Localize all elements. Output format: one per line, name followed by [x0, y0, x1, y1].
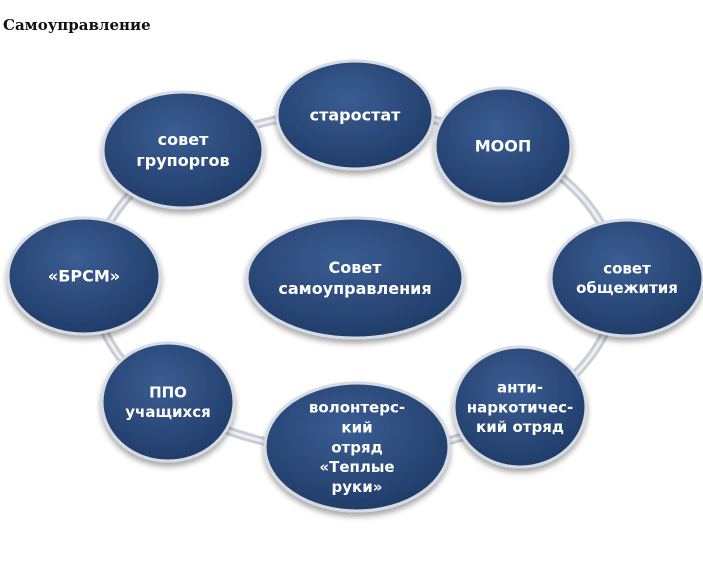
node-sovet-obshchezhitiya: совет общежития [549, 218, 703, 338]
node-sovet-obshchezhitiya-label-line: общежития [576, 279, 678, 297]
node-volonterskiy-shape [263, 381, 451, 513]
node-ppo-label-line: учащихся [125, 403, 211, 421]
node-sovet-obshchezhitiya-label-line: совет [603, 259, 651, 277]
node-brsm-label-line: «БРСМ» [48, 267, 120, 286]
node-volonterskiy-label-line: волонтерс- [309, 399, 405, 417]
node-volonterskiy-label-line: руки» [332, 478, 383, 496]
node-starostat-label-line: старостат [310, 106, 402, 125]
node-volonterskiy-label-line: «Теплые [319, 458, 394, 476]
node-starostat: старостат [275, 59, 435, 171]
node-anti-narkoticheskiy: анти-наркотичес-кий отряд [452, 345, 588, 469]
node-moop: МООП [433, 86, 573, 206]
node-sovet-obshchezhitiya-shape [549, 218, 703, 338]
node-anti-narkoticheskiy-label-line: наркотичес- [467, 398, 574, 416]
node-sovet-grupporgov: совет групоргов [101, 90, 265, 210]
node-anti-narkoticheskiy-shape [452, 345, 588, 469]
node-brsm-shape [6, 216, 162, 336]
node-center: Совет самоуправления [245, 216, 465, 340]
node-center-label-line: самоуправления [278, 279, 431, 298]
node-ppo-label-line: ППО [149, 383, 187, 401]
node-volonterskiy-label-line: кий [341, 418, 372, 436]
node-center-shape [245, 216, 465, 340]
node-starostat-shape [275, 59, 435, 171]
node-volonterskiy-label-line: отряд [331, 438, 382, 456]
node-center-label-line: Совет [329, 258, 383, 277]
page-title: Самоуправление [3, 16, 151, 34]
node-ppo-shape [100, 341, 236, 463]
node-anti-narkoticheskiy-label-line: кий отряд [476, 418, 564, 436]
node-sovet-grupporgov-shape [101, 90, 265, 210]
node-sovet-grupporgov-label-line: групоргов [136, 151, 229, 170]
node-sovet-grupporgov-label-line: совет [158, 130, 209, 149]
node-anti-narkoticheskiy-label-line: анти- [497, 378, 543, 396]
node-moop-shape [433, 86, 573, 206]
node-moop-label-line: МООП [475, 137, 532, 156]
node-brsm: «БРСМ» [6, 216, 162, 336]
node-volonterskiy: волонтерс-кий отряд «Теплые руки» [263, 381, 451, 513]
node-ppo: ППО учащихся [100, 341, 236, 463]
